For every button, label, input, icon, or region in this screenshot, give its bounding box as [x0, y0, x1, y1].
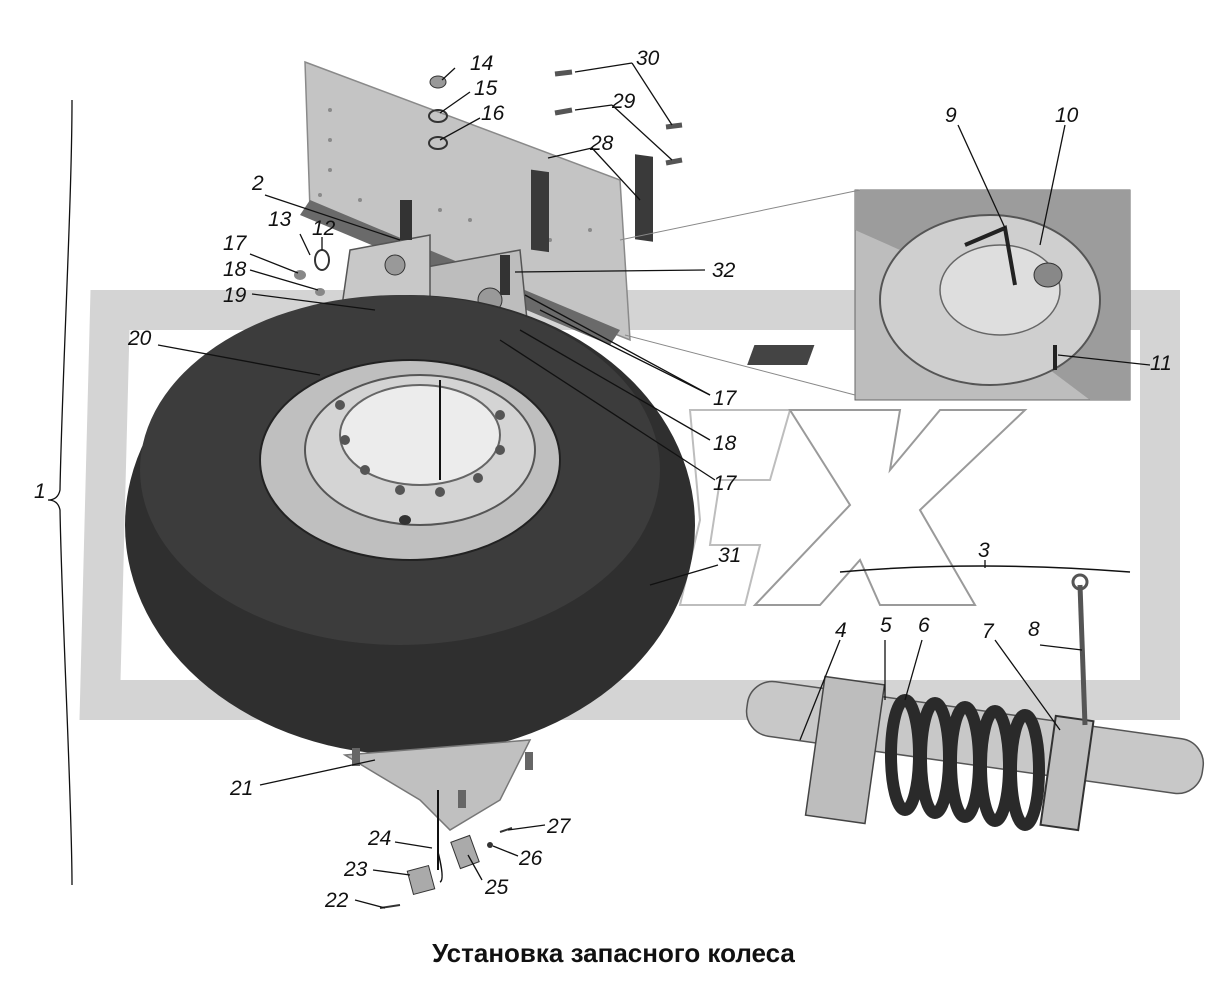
figure-caption: Установка запасного колеса — [432, 938, 795, 968]
label-16: 16 — [481, 102, 505, 125]
callout-labels: 1 2 3 4 5 6 7 8 9 10 11 12 13 14 15 16 1… — [34, 47, 1172, 912]
watermark-logo — [79, 290, 1180, 720]
label-18-left: 18 — [223, 258, 247, 281]
label-25: 25 — [484, 876, 509, 899]
bracket-28 — [531, 154, 653, 253]
label-10: 10 — [1055, 104, 1079, 127]
label-29: 29 — [611, 90, 636, 113]
label-5: 5 — [880, 614, 892, 637]
leader-lines — [157, 62, 1151, 909]
label-15: 15 — [474, 77, 498, 100]
label-20: 20 — [127, 327, 152, 350]
label-12: 12 — [312, 217, 336, 240]
label-19: 19 — [223, 284, 247, 307]
assembly-brace — [47, 99, 73, 886]
spare-wheel — [125, 295, 695, 755]
label-18-right: 18 — [713, 432, 737, 455]
label-24: 24 — [367, 827, 391, 850]
label-26: 26 — [518, 847, 543, 870]
small-fasteners — [379, 827, 513, 909]
label-31: 31 — [718, 544, 741, 567]
label-3: 3 — [978, 539, 990, 562]
label-17-right-upper: 17 — [713, 387, 738, 410]
label-27: 27 — [546, 815, 572, 838]
inset-detail — [619, 189, 1131, 401]
lower-plate — [342, 739, 533, 870]
label-1: 1 — [34, 480, 46, 503]
label-17-right-lower: 17 — [713, 472, 738, 495]
label-9: 9 — [945, 104, 957, 127]
label-30: 30 — [636, 47, 660, 70]
label-22: 22 — [324, 889, 349, 912]
label-13: 13 — [268, 208, 292, 231]
label-21: 21 — [229, 777, 253, 800]
label-28: 28 — [589, 132, 614, 155]
label-23: 23 — [343, 858, 368, 881]
label-11: 11 — [1150, 352, 1172, 375]
label-7: 7 — [982, 620, 995, 643]
top-fasteners — [294, 69, 683, 296]
shaft-assembly — [745, 565, 1205, 832]
label-32: 32 — [712, 259, 736, 282]
label-6: 6 — [918, 614, 930, 637]
label-4: 4 — [835, 619, 847, 642]
label-17-left: 17 — [223, 232, 248, 255]
label-8: 8 — [1028, 618, 1040, 641]
label-14: 14 — [470, 52, 493, 75]
label-2: 2 — [251, 172, 264, 195]
